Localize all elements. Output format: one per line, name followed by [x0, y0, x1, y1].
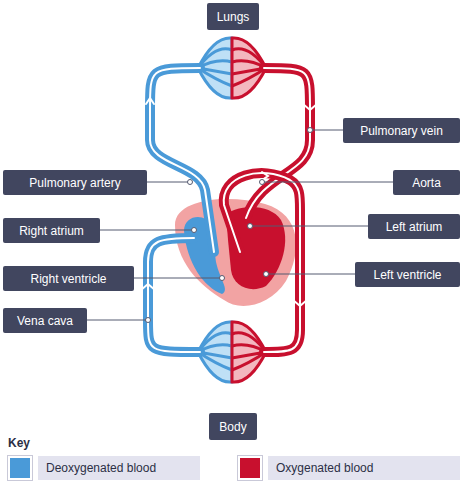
leader-dot — [220, 276, 225, 281]
legend-text: Deoxygenated blood — [38, 456, 200, 480]
flow-arrowhead — [303, 104, 317, 110]
leader-line — [262, 182, 393, 183]
flow-arrowhead — [146, 98, 154, 104]
callout-box: Pulmonary artery — [3, 170, 147, 195]
callout-text: Left ventricle — [373, 268, 441, 282]
aorta-vessel — [224, 173, 300, 352]
pulmonary-artery-flow-line — [150, 68, 214, 252]
leader-line — [147, 182, 190, 183]
vena-cava-flow-line — [148, 238, 200, 352]
pulmonary-artery-vessel — [150, 68, 214, 252]
leader-line — [250, 226, 368, 227]
callout-text: Right atrium — [19, 224, 84, 238]
callout-text: Vena cava — [17, 314, 73, 328]
legend-swatch — [8, 456, 32, 480]
flow-arrowhead — [262, 172, 268, 180]
right-heart-chambers — [184, 217, 225, 294]
callout-box: Body — [209, 413, 257, 440]
callout-box: Aorta — [393, 170, 460, 195]
leader-dot — [192, 228, 197, 233]
callout-text: Aorta — [412, 176, 441, 190]
leader-line — [134, 278, 222, 279]
legend-swatch — [238, 456, 262, 480]
leader-dot — [146, 318, 151, 323]
leader-line — [310, 130, 343, 131]
callout-box: Right atrium — [3, 218, 100, 243]
leader-dot — [264, 272, 269, 277]
flow-arrowhead — [141, 284, 155, 290]
leader-line — [100, 230, 194, 231]
callout-box: Vena cava — [3, 308, 87, 333]
leader-line — [266, 274, 355, 275]
aorta-flow-line — [224, 173, 300, 352]
callout-box: Left ventricle — [355, 262, 460, 287]
leader-dot — [248, 224, 253, 229]
callout-box: Lungs — [207, 3, 259, 30]
callout-box: Left atrium — [368, 214, 460, 239]
legend-text: Oxygenated blood — [268, 456, 460, 480]
leader-line — [87, 320, 148, 321]
body-capillaries — [198, 322, 266, 382]
callout-box: Right ventricle — [3, 266, 134, 291]
callout-text: Body — [219, 420, 246, 434]
leader-dot — [308, 128, 313, 133]
leader-dot — [260, 180, 265, 185]
callout-text: Pulmonary vein — [360, 124, 443, 138]
legend-heading: Key — [8, 436, 30, 450]
callout-box: Pulmonary vein — [343, 118, 460, 143]
callout-text: Right ventricle — [30, 272, 106, 286]
callout-text: Pulmonary artery — [29, 176, 120, 190]
flow-arrowhead — [293, 300, 307, 306]
vena-cava-vessel — [148, 238, 200, 352]
callout-text: Lungs — [217, 10, 250, 24]
lung-capillaries — [198, 38, 266, 98]
callout-text: Left atrium — [386, 220, 443, 234]
leader-dot — [188, 180, 193, 185]
